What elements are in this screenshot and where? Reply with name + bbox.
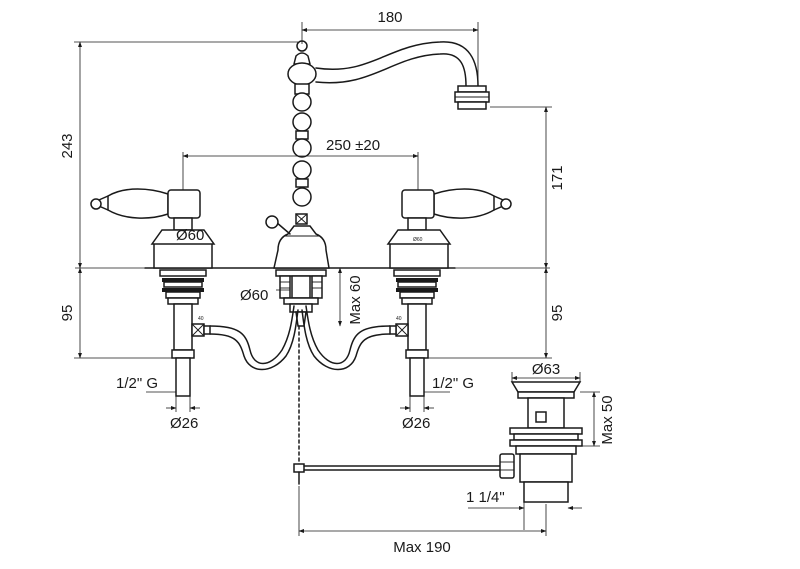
label-body-diameter: Ø60 <box>240 287 268 304</box>
label-below-deck-left: 95 <box>59 305 76 322</box>
pop-up-rod <box>293 325 501 485</box>
dim-waste-diameter <box>511 372 581 382</box>
left-valve-assembly: 40 <box>159 269 211 397</box>
right-handle: Ø60 <box>386 188 512 269</box>
label-handle-base-diameter: Ø60 <box>176 227 204 244</box>
spout-arm <box>315 41 490 110</box>
dim-waste-max-height <box>580 391 600 447</box>
dim-handle-spacing <box>182 152 419 190</box>
label-handle-spacing: 250 ±20 <box>326 137 380 154</box>
label-spout-height: 171 <box>549 165 566 190</box>
label-pipe-right: Ø26 <box>402 415 430 432</box>
label-waste-diameter: Ø63 <box>532 361 560 378</box>
dim-waste-thread <box>468 486 582 530</box>
label-waste-thread: 1 1/4" <box>466 489 505 506</box>
label-max-60: Max 60 <box>347 275 364 324</box>
label-total-height: 243 <box>59 133 76 158</box>
label-below-deck-right: 95 <box>549 305 566 322</box>
dim-rod-length <box>298 486 547 536</box>
dim-spout-reach <box>301 22 479 86</box>
central-shank <box>275 269 327 327</box>
dim-pipe-left <box>146 391 200 412</box>
label-pipe-left: Ø26 <box>170 415 198 432</box>
right-flange-mark: Ø60 <box>413 237 423 243</box>
dim-below-deck-right <box>428 267 552 359</box>
left-outlet-mark: 40 <box>198 316 204 322</box>
flex-hoses <box>209 305 391 371</box>
label-waste-max-height: Max 50 <box>599 395 616 444</box>
dim-pipe-right <box>400 391 450 412</box>
spout-body <box>265 40 330 269</box>
left-handle <box>90 188 216 269</box>
right-valve-assembly: 40 <box>389 269 441 397</box>
right-outlet-mark: 40 <box>396 316 402 322</box>
label-rod-length: Max 190 <box>393 539 451 556</box>
dim-total-height <box>74 41 298 269</box>
label-thread-right: 1/2" G <box>432 375 474 392</box>
dim-below-deck-left <box>74 267 172 359</box>
dim-spout-height <box>490 106 552 269</box>
label-thread-left: 1/2" G <box>116 375 158 392</box>
label-spout-reach: 180 <box>377 9 402 26</box>
pop-up-waste <box>499 381 583 503</box>
